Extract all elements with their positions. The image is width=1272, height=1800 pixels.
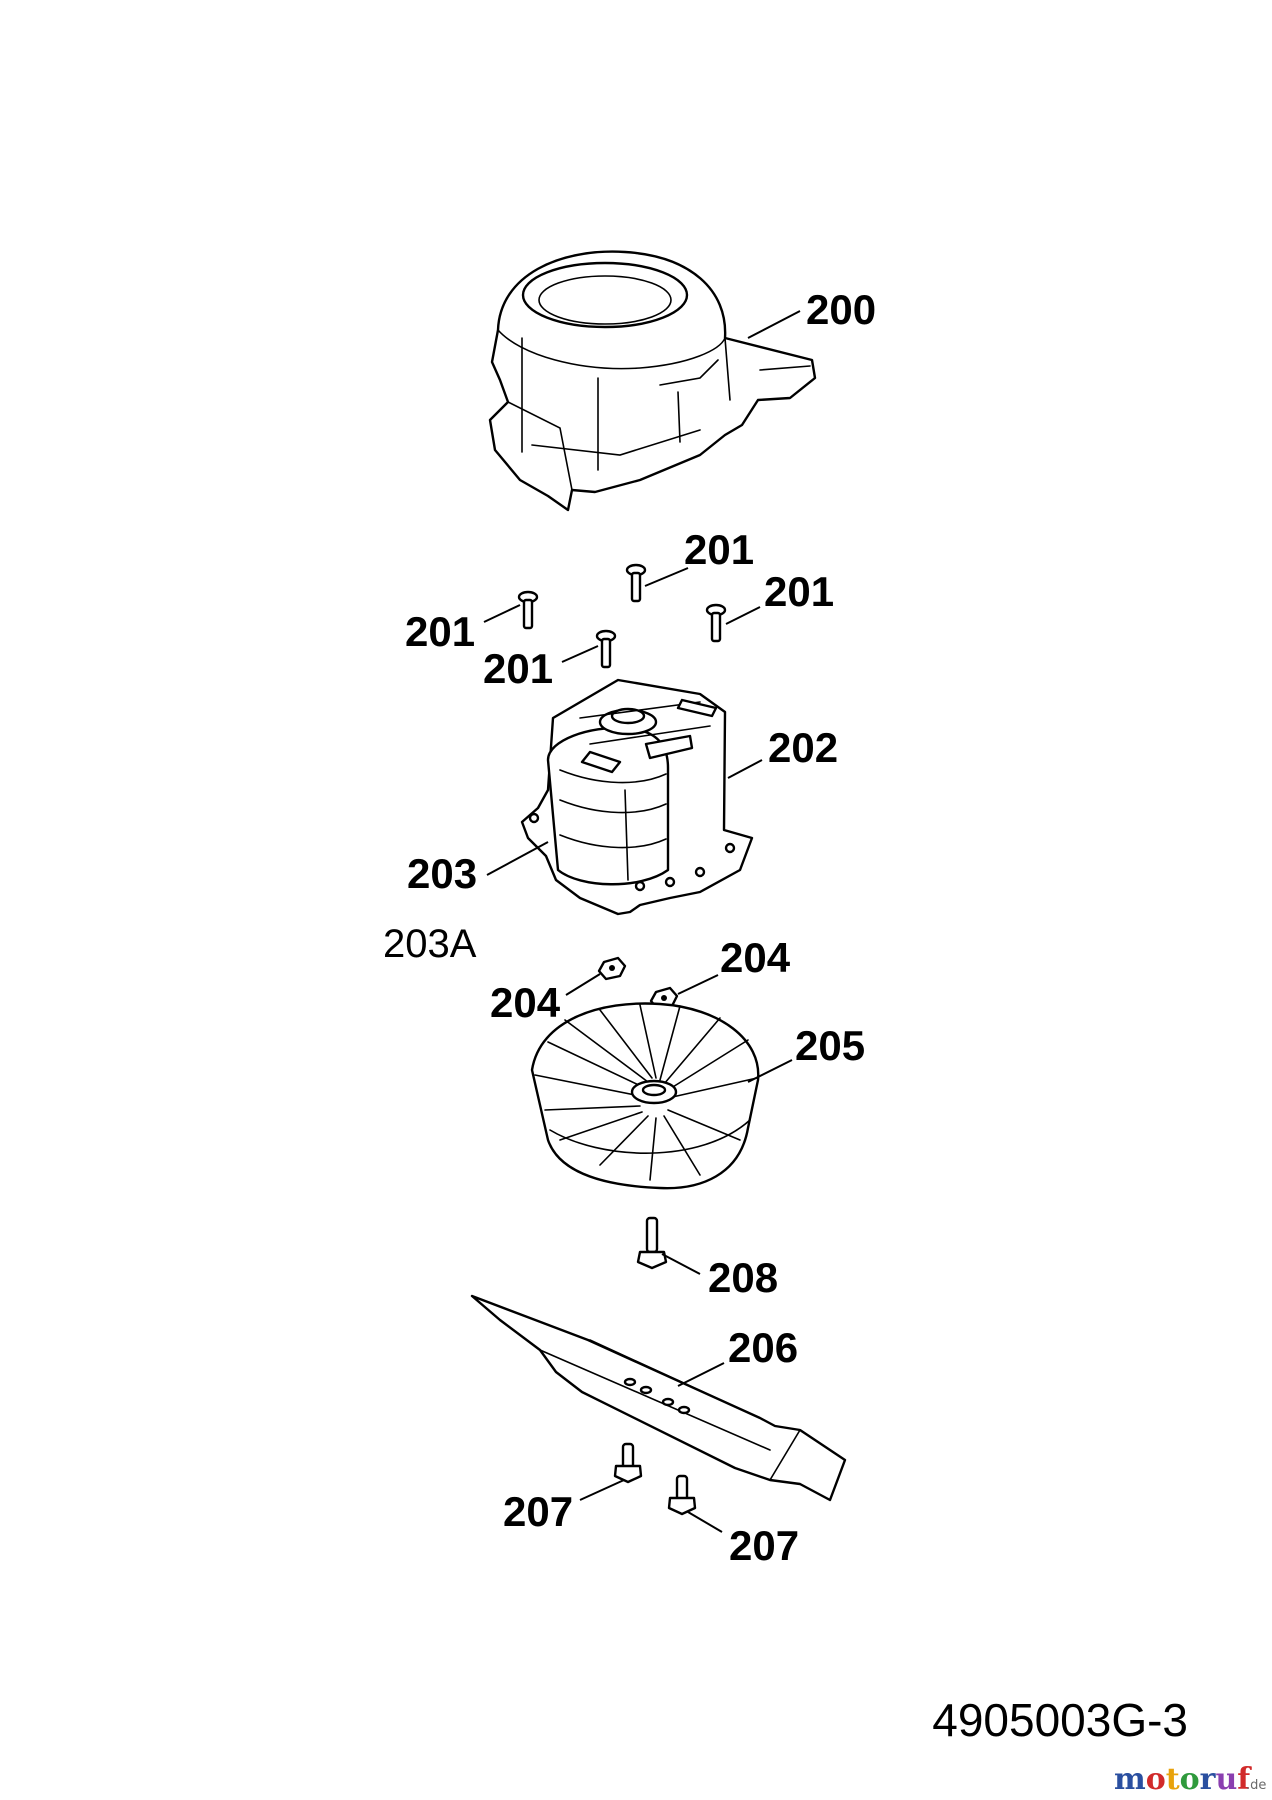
watermark-letter: u [1215,1762,1237,1797]
part-200-housing [488,250,817,512]
part-202-motor-frame [520,678,754,916]
watermark-letter: r [1200,1762,1217,1797]
callout-203A: 203A [383,922,477,966]
callout-204-left: 204 [490,979,561,1026]
part-204-nut-a [597,956,627,981]
part-207-bolt-a [613,1442,643,1484]
callout-201-top: 201 [684,526,754,573]
watermark-letter: m [1114,1762,1146,1797]
callout-208: 208 [708,1254,778,1301]
callout-207-left: 207 [503,1488,573,1535]
watermark-logo: motoruf .de [1114,1762,1266,1797]
part-207-bolt-b [667,1474,697,1516]
callout-207-right: 207 [729,1522,799,1569]
part-208-bolt [636,1216,668,1270]
callout-200: 200 [806,286,876,333]
part-201-screw-c [705,603,727,643]
watermark-suffix: .de [1246,1778,1266,1793]
callout-205: 205 [795,1022,865,1069]
callout-201-left: 201 [405,608,475,655]
callout-206: 206 [728,1324,798,1371]
watermark-letter: o [1180,1762,1200,1797]
document-number: 4905003G-3 [932,1694,1188,1746]
part-201-screw-a [517,590,539,630]
part-201-screw-b [625,563,647,603]
watermark-letter: f [1237,1762,1252,1797]
watermark-letter: t [1166,1762,1180,1797]
callout-203: 203 [407,850,477,897]
part-206-blade [470,1294,847,1502]
svg-text:motoruf: motoruf [1114,1762,1252,1797]
callout-202: 202 [768,724,838,771]
callout-201-mid: 201 [483,645,553,692]
part-205-fan [530,1002,760,1190]
callout-201-right: 201 [764,568,834,615]
watermark-letter: o [1146,1762,1166,1797]
part-201-screw-d [595,629,617,669]
callout-204-right: 204 [720,934,791,981]
